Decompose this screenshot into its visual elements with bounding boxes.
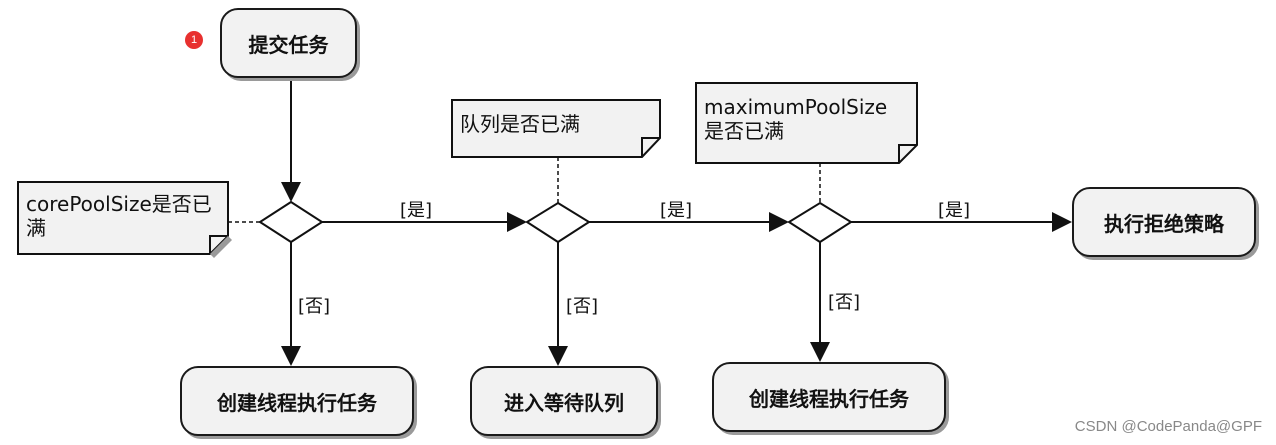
node-create-thread-2: 创建线程执行任务 xyxy=(712,362,946,432)
edge-label-no-2: [否] xyxy=(566,296,599,317)
note-queue-text: 队列是否已满 xyxy=(460,112,580,136)
decision-core-diamond xyxy=(258,200,324,244)
node-submit-task: 提交任务 xyxy=(220,8,357,78)
node-enter-queue: 进入等待队列 xyxy=(470,366,658,436)
watermark: CSDN @CodePanda@GPF xyxy=(1074,418,1262,435)
note-core-text: corePoolSize是否已满 xyxy=(26,192,212,240)
note-core-shape xyxy=(17,181,232,258)
edge-label-yes-2: [是] xyxy=(660,200,693,221)
note-queue-shape xyxy=(451,99,661,158)
edge-label-yes-1: [是] xyxy=(400,200,433,221)
note-max-text: maximumPoolSize是否已满 xyxy=(704,95,888,143)
note-max-shape xyxy=(695,82,918,164)
decision-max-diamond xyxy=(787,201,853,244)
decision-queue-diamond xyxy=(525,201,591,244)
edge-label-yes-3: [是] xyxy=(938,200,971,221)
edge-label-no-1: [否] xyxy=(298,296,331,317)
node-reject-policy: 执行拒绝策略 xyxy=(1072,187,1256,257)
node-create-thread-1: 创建线程执行任务 xyxy=(180,366,414,436)
step-badge: 1 xyxy=(185,31,203,49)
edge-label-no-3: [否] xyxy=(828,292,861,313)
